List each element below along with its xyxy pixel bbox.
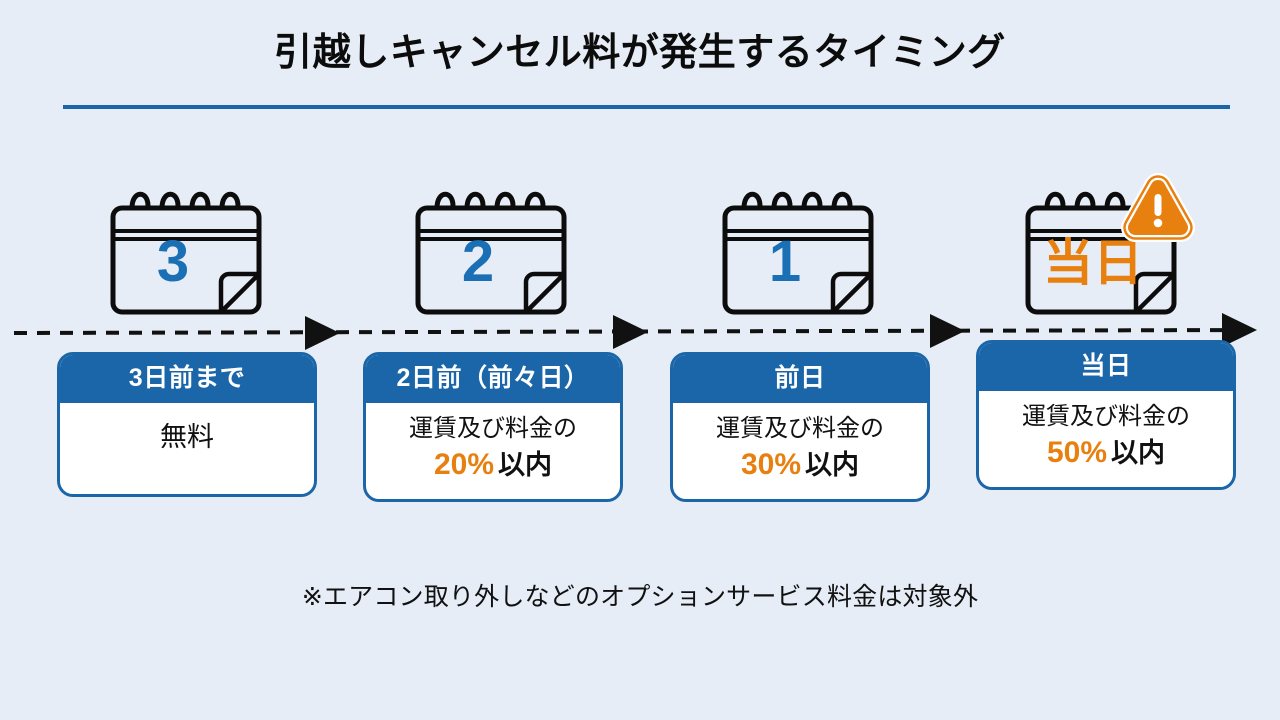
fee-card-body-step-1: 無料 xyxy=(60,403,314,495)
fee-card-step-2: 2日前（前々日） 運賃及び料金の 20%以内 xyxy=(363,352,623,502)
fee-base-label-step-4: 運賃及び料金の xyxy=(1022,402,1190,430)
calendar-icon-step-1: 3 xyxy=(110,168,262,318)
fee-suffix-step-3: 以内 xyxy=(805,450,860,481)
fee-percent-step-4: 50% xyxy=(1046,436,1108,470)
fee-base-label-step-2: 運賃及び料金の xyxy=(409,414,577,442)
fee-card-header-step-4: 当日 xyxy=(979,343,1233,391)
calendar-label-step-4: 当日 xyxy=(1043,235,1143,291)
fee-percent-step-2: 20% xyxy=(433,448,495,482)
fee-card-step-4: 当日 運賃及び料金の 50%以内 xyxy=(976,340,1236,490)
fee-base-label-step-3: 運賃及び料金の xyxy=(716,414,884,442)
fee-value-row-step-3: 30%以内 xyxy=(677,446,923,484)
footnote-text: ※エアコン取り外しなどのオプションサービス料金は対象外 xyxy=(301,583,979,611)
fee-card-body-step-4: 運賃及び料金の 50%以内 xyxy=(979,391,1233,487)
fee-card-header-step-2: 2日前（前々日） xyxy=(366,355,620,403)
fee-card-header-step-1: 3日前まで xyxy=(60,355,314,403)
fee-value-row-step-4: 50%以内 xyxy=(983,434,1229,472)
fee-suffix-step-4: 以内 xyxy=(1111,438,1166,469)
calendar-label-step-1: 3 xyxy=(157,229,189,294)
title-divider xyxy=(63,105,1230,109)
page-title: 引越しキャンセル料が発生するタイミング xyxy=(274,32,1006,74)
fee-card-step-1: 3日前まで 無料 xyxy=(57,352,317,498)
fee-percent-step-3: 30% xyxy=(740,448,802,482)
timeline-arrow xyxy=(0,312,1280,352)
calendar-icon-step-4: 当日 xyxy=(1025,168,1195,318)
fee-card-header-step-3: 前日 xyxy=(673,355,927,403)
calendar-icon-step-3: 1 xyxy=(722,168,874,318)
fee-value-row-step-2: 20%以内 xyxy=(370,446,616,484)
warning-triangle-icon xyxy=(1121,173,1195,242)
calendar-label-step-2: 2 xyxy=(462,229,494,294)
fee-card-step-3: 前日 運賃及び料金の 30%以内 xyxy=(670,352,930,502)
calendar-label-step-3: 1 xyxy=(769,229,801,294)
calendar-icon-step-2: 2 xyxy=(415,168,567,318)
fee-value-step-1: 無料 xyxy=(160,421,214,452)
fee-card-body-step-3: 運賃及び料金の 30%以内 xyxy=(673,403,927,499)
fee-card-body-step-2: 運賃及び料金の 20%以内 xyxy=(366,403,620,499)
fee-suffix-step-2: 以内 xyxy=(498,450,553,481)
